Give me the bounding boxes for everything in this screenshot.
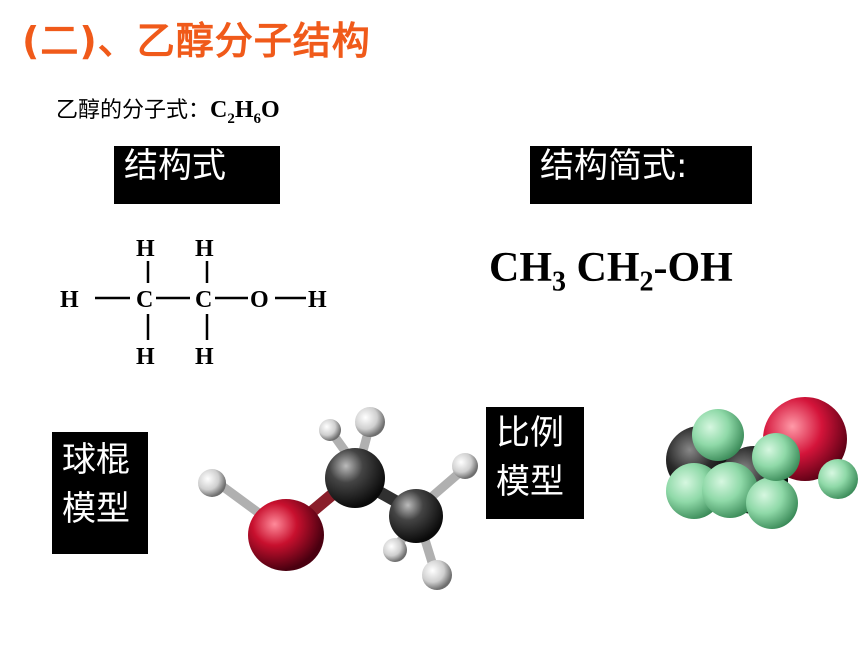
space-filling-model-image [666, 397, 858, 529]
condensed-subscript: 2 [639, 266, 654, 298]
formula-element: O [261, 97, 280, 123]
condensed-part: -OH [653, 245, 733, 291]
formula-subscript: 6 [253, 110, 262, 127]
condensed-formula: CH3 CH2-OH [489, 244, 733, 298]
carbon-atom [389, 489, 443, 543]
structural-formula-diagram: H H H C C O H H H [60, 236, 327, 370]
hydrogen-atom [383, 538, 407, 562]
molecular-formula-line: 乙醇的分子式：C2H6O [56, 92, 280, 128]
molecular-formula-label: 乙醇的分子式： [56, 98, 211, 123]
formula-subscript: 2 [227, 110, 235, 127]
hydrogen-atom [452, 453, 478, 479]
condensed-part: CH [489, 245, 552, 291]
hydrogen-atom [422, 560, 452, 590]
condensed-part: CH [566, 245, 640, 291]
ball-stick-model-image [198, 407, 478, 590]
hydrogen-atom [746, 477, 798, 529]
formula-element: C [210, 97, 228, 123]
label-line: 比例 [496, 413, 564, 453]
hydrogen-atom [355, 407, 385, 437]
hydrogen-atom [818, 459, 858, 499]
atom-h-bottom-2: H [195, 344, 214, 370]
label-line: 球棍 [62, 440, 130, 480]
formula-element: H [234, 97, 254, 123]
carbon-atom [325, 448, 385, 508]
hydrogen-atom [702, 462, 758, 518]
atom-h-bottom-1: H [136, 344, 155, 370]
label-line: 模型 [62, 489, 130, 530]
atom-h-top-1: H [136, 236, 155, 262]
atom-o: O [250, 287, 269, 313]
space-filling-model-label: 比例 模型 [486, 407, 584, 519]
atom-h-left: H [60, 287, 79, 313]
condensed-subscript: 3 [552, 266, 566, 298]
ball-stick-model-label: 球棍 模型 [52, 432, 148, 554]
atom-h-top-2: H [195, 236, 214, 262]
slide-title: (二)、乙醇分子结构 [22, 19, 371, 63]
condensed-formula-label: 结构简式: [530, 146, 752, 204]
hydrogen-atom [752, 433, 800, 481]
atom-h-right: H [308, 287, 327, 313]
atom-c2: C [195, 287, 212, 313]
atom-c1: C [136, 287, 153, 313]
structural-formula-label: 结构式 [114, 146, 280, 204]
oxygen-atom [248, 499, 324, 571]
hydrogen-atom [692, 409, 744, 461]
molecular-formula: C2H6O [210, 97, 280, 127]
hydrogen-atom [198, 469, 226, 497]
hydrogen-atom [319, 419, 341, 441]
label-line: 模型 [496, 462, 564, 503]
